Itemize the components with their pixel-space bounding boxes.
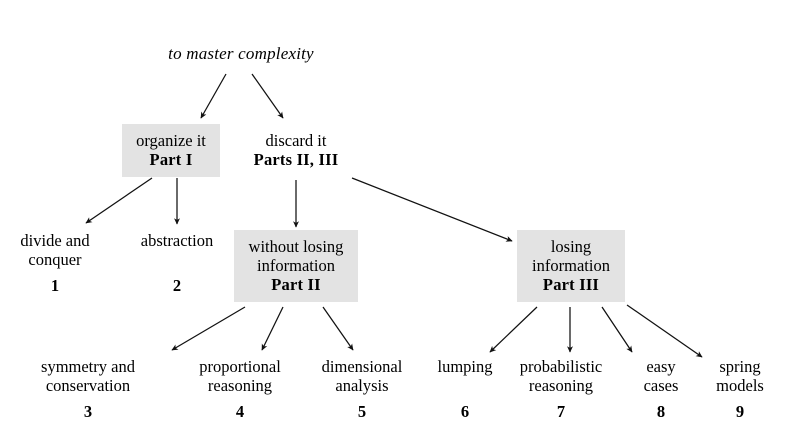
- node-abstraction-number: 2: [172, 276, 182, 296]
- node-discard-it-part: Parts II, III: [253, 150, 339, 170]
- node-symmetry-and-conservation-line1: symmetry and: [41, 357, 135, 376]
- node-easy-cases-line1: easy: [646, 357, 676, 376]
- node-without-losing-information-line1: without losing: [248, 237, 344, 256]
- node-lumping-number: 6: [460, 402, 470, 422]
- node-organize-it-line1: organize it: [136, 131, 206, 150]
- node-easy-cases-line2: cases: [643, 376, 679, 396]
- node-spring-models-number: 9: [735, 402, 745, 422]
- node-spring-models[interactable]: spring models 9: [716, 357, 764, 421]
- node-abstraction-line1: abstraction: [140, 231, 214, 250]
- node-proportional-reasoning[interactable]: proportional reasoning 4: [199, 357, 281, 421]
- node-probabilistic-reasoning-number: 7: [556, 402, 566, 422]
- node-lumping-line1: lumping: [437, 357, 493, 376]
- node-abstraction[interactable]: abstraction 2: [141, 231, 213, 295]
- edge-part-ii-to-symmetry-and-conservation: [171, 306, 246, 351]
- node-dimensional-analysis-number: 5: [357, 402, 367, 422]
- node-without-losing-information[interactable]: without losing information Part II: [234, 230, 358, 303]
- node-probabilistic-reasoning-line1: probabilistic: [519, 357, 603, 376]
- node-losing-information-line1: losing: [550, 237, 592, 256]
- node-losing-information[interactable]: losing information Part III: [517, 230, 625, 303]
- edge-root-to-discard-it: [251, 73, 284, 119]
- node-divide-and-conquer-line1: divide and: [20, 231, 90, 250]
- root-label: to master complexity: [168, 44, 314, 63]
- node-easy-cases-number: 8: [656, 402, 666, 422]
- node-discard-it[interactable]: discard it Parts II, III: [254, 131, 339, 169]
- node-organize-it[interactable]: organize it Part I: [122, 124, 220, 178]
- node-spring-models-line2: models: [716, 376, 764, 396]
- node-spring-models-line1: spring: [719, 357, 761, 376]
- node-proportional-reasoning-line1: proportional: [199, 357, 281, 376]
- edge-part-iii-to-easy-cases: [601, 306, 633, 353]
- node-organize-it-part: Part I: [149, 150, 193, 170]
- edge-root-to-organize-it: [200, 73, 227, 119]
- edge-organize-it-to-divide-and-conquer: [85, 177, 153, 224]
- node-symmetry-and-conservation[interactable]: symmetry and conservation 3: [41, 357, 135, 421]
- node-easy-cases[interactable]: easy cases 8: [644, 357, 679, 421]
- node-dimensional-analysis[interactable]: dimensional analysis 5: [322, 357, 403, 421]
- node-divide-and-conquer[interactable]: divide and conquer 1: [20, 231, 89, 295]
- node-divide-and-conquer-number: 1: [50, 276, 60, 296]
- node-divide-and-conquer-line2: conquer: [28, 250, 82, 270]
- node-without-losing-information-line2: information: [257, 256, 335, 276]
- node-discard-it-line1: discard it: [265, 131, 327, 150]
- node-losing-information-part: Part III: [542, 275, 600, 295]
- node-to-master-complexity[interactable]: to master complexity: [168, 44, 314, 64]
- node-lumping[interactable]: lumping 6: [437, 357, 492, 421]
- node-losing-information-line2: information: [532, 256, 610, 276]
- node-proportional-reasoning-number: 4: [235, 402, 245, 422]
- node-symmetry-and-conservation-line2: conservation: [45, 376, 131, 396]
- node-probabilistic-reasoning[interactable]: probabilistic reasoning 7: [520, 357, 602, 421]
- node-without-losing-information-part: Part II: [271, 275, 321, 295]
- node-proportional-reasoning-line2: reasoning: [207, 376, 273, 396]
- edge-discard-it-to-losing-information: [351, 177, 513, 242]
- edge-part-iii-to-lumping: [489, 306, 538, 353]
- node-probabilistic-reasoning-line2: reasoning: [528, 376, 594, 396]
- edge-part-iii-to-spring-models: [626, 304, 703, 358]
- node-dimensional-analysis-line1: dimensional: [321, 357, 403, 376]
- node-dimensional-analysis-line2: analysis: [335, 376, 389, 396]
- node-symmetry-and-conservation-number: 3: [83, 402, 93, 422]
- edge-part-ii-to-proportional-reasoning: [261, 306, 284, 351]
- edge-part-ii-to-dimensional-analysis: [322, 306, 354, 351]
